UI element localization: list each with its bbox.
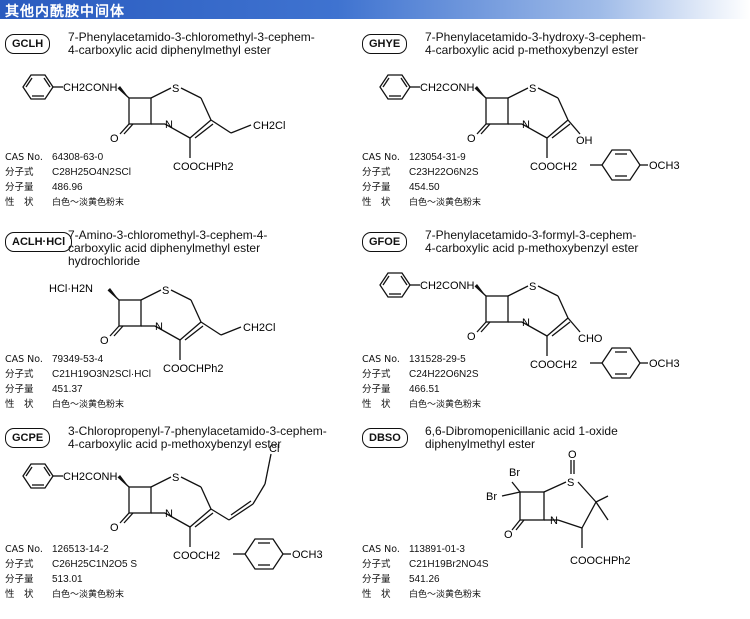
- compound-block-gcpe: CH2CONH S N O Cl COOCH2 OCH3 GCPE 3-Chlo…: [5, 424, 375, 619]
- code-badge: GHYE: [362, 34, 408, 54]
- svg-text:COOCH2: COOCH2: [530, 161, 577, 173]
- compound-block-gclh: CH2CONH S N O CH2Cl COOCHPh2 GCLH 7-Phen…: [5, 30, 375, 225]
- molecular-formula: C26H25C1N2O5 S: [52, 559, 138, 570]
- appearance: 白色～淡黄色粉末: [409, 589, 482, 599]
- compound-name: 7-Phenylacetamido-3-formyl-3-cephem- 4-c…: [425, 228, 639, 255]
- section-banner: 其他内酰胺中间体: [0, 0, 750, 20]
- svg-text:OCH3: OCH3: [292, 549, 323, 561]
- svg-text:OCH3: OCH3: [649, 358, 680, 370]
- code-badge: ACLH·HCl: [5, 232, 73, 252]
- cas-number: 131528-29-5: [409, 354, 466, 365]
- svg-text:COOCH2: COOCH2: [173, 550, 220, 562]
- molecular-formula: C21H19O3N2SCl·HCl: [52, 369, 151, 380]
- molecular-weight: 513.01: [52, 574, 83, 585]
- molecular-formula: C21H19Br2NO4S: [409, 559, 489, 570]
- svg-text:N: N: [155, 321, 163, 333]
- svg-text:COOCH2: COOCH2: [530, 359, 577, 371]
- molecular-formula: C23H22O6N2S: [409, 167, 479, 178]
- molecular-formula: C28H25O4N2SCl: [52, 167, 131, 178]
- svg-text:O: O: [467, 331, 476, 343]
- svg-text:COOCHPh2: COOCHPh2: [163, 363, 224, 375]
- svg-text:O: O: [110, 522, 119, 534]
- code-badge: DBSO: [362, 428, 408, 448]
- appearance: 白色～淡黄色粉末: [409, 197, 482, 207]
- svg-text:N: N: [550, 515, 558, 527]
- cas-number: 123054-31-9: [409, 152, 466, 163]
- molecular-weight: 486.96: [52, 182, 83, 193]
- structure-gclh: CH2CONH S N O CH2Cl COOCHPh2: [22, 74, 285, 173]
- svg-text:CH2CONH: CH2CONH: [420, 82, 474, 94]
- structure-gfoe: CH2CONH S N O CHO COOCH2 OCH3: [379, 272, 680, 379]
- svg-text:CH2Cl: CH2Cl: [243, 322, 275, 334]
- svg-text:CH2CONH: CH2CONH: [63, 471, 117, 483]
- svg-text:OH: OH: [576, 135, 593, 147]
- svg-text:O: O: [100, 335, 109, 347]
- svg-text:Cl: Cl: [269, 443, 279, 455]
- section-title: 其他内酰胺中间体: [5, 4, 125, 20]
- svg-text:CH2CONH: CH2CONH: [420, 280, 474, 292]
- appearance: 白色～淡黄色粉末: [409, 399, 482, 409]
- molecular-weight: 454.50: [409, 182, 440, 193]
- svg-text:O: O: [504, 529, 513, 541]
- svg-text:N: N: [522, 119, 530, 131]
- svg-text:S: S: [529, 281, 536, 293]
- code-badge: GCLH: [5, 34, 51, 54]
- structure-ghye: CH2CONH S N O OH COOCH2 OCH3: [379, 74, 680, 181]
- structure-aclh: HCl·H2N S N O CH2Cl COOCHPh2: [49, 283, 275, 375]
- compound-name: 7-Phenylacetamido-3-chloromethyl-3-cephe…: [68, 30, 315, 57]
- appearance: 白色～淡黄色粉末: [52, 197, 125, 207]
- compound-name: 7-Amino-3-chloromethyl-3-cephem-4- carbo…: [68, 228, 268, 268]
- svg-text:S: S: [529, 83, 536, 95]
- svg-text:COOCHPh2: COOCHPh2: [570, 555, 631, 567]
- code-badge: GFOE: [362, 232, 408, 252]
- compound-block-aclh-hcl: HCl·H2N S N O CH2Cl COOCHPh2 ACLH·HCl 7-…: [5, 228, 375, 423]
- cas-number: 64308-63-0: [52, 152, 104, 163]
- svg-text:CHO: CHO: [578, 333, 603, 345]
- compound-name: 3-Chloropropenyl-7-phenylacetamido-3-cep…: [68, 424, 327, 451]
- svg-text:O: O: [110, 133, 119, 145]
- cas-number: 126513-14-2: [52, 544, 109, 555]
- molecular-weight: 451.37: [52, 384, 83, 395]
- svg-text:S: S: [567, 477, 574, 489]
- code-badge: GCPE: [5, 428, 51, 448]
- svg-text:OCH3: OCH3: [649, 160, 680, 172]
- svg-text:HCl·H2N: HCl·H2N: [49, 283, 93, 295]
- svg-text:CH2Cl: CH2Cl: [253, 120, 285, 132]
- molecular-formula: C24H22O6N2S: [409, 369, 479, 380]
- svg-text:S: S: [172, 83, 179, 95]
- svg-text:COOCHPh2: COOCHPh2: [173, 161, 234, 173]
- svg-text:N: N: [165, 508, 173, 520]
- svg-text:S: S: [162, 285, 169, 297]
- appearance: 白色～淡黄色粉末: [52, 589, 125, 599]
- structure-dbso: Br Br S O N O COOCHPh2: [486, 449, 631, 567]
- compound-block-dbso: Br Br S O N O COOCHPh2 DBSO 6,6-Dibromop…: [362, 424, 732, 619]
- appearance: 白色～淡黄色粉末: [52, 399, 125, 409]
- svg-text:N: N: [165, 119, 173, 131]
- cas-number: 79349-53-4: [52, 354, 104, 365]
- svg-text:N: N: [522, 317, 530, 329]
- svg-text:S: S: [172, 472, 179, 484]
- compound-block-ghye: CH2CONH S N O OH COOCH2 OCH3 GHYE 7-Phen…: [362, 30, 732, 225]
- compound-name: 6,6-Dibromopenicillanic acid 1-oxide dip…: [425, 424, 618, 451]
- structure-gcpe: CH2CONH S N O Cl COOCH2 OCH3: [22, 443, 323, 570]
- molecular-weight: 541.26: [409, 574, 440, 585]
- svg-text:O: O: [568, 449, 577, 461]
- svg-text:Br: Br: [509, 467, 520, 479]
- svg-text:O: O: [467, 133, 476, 145]
- compound-block-gfoe: CH2CONH S N O CHO COOCH2 OCH3 GFOE 7-Phe…: [362, 228, 732, 423]
- molecular-weight: 466.51: [409, 384, 440, 395]
- svg-text:Br: Br: [486, 491, 497, 503]
- compound-name: 7-Phenylacetamido-3-hydroxy-3-cephem- 4-…: [425, 30, 646, 57]
- cas-number: 113891-01-3: [409, 544, 465, 555]
- side-chain-label: CH2CONH: [63, 82, 117, 94]
